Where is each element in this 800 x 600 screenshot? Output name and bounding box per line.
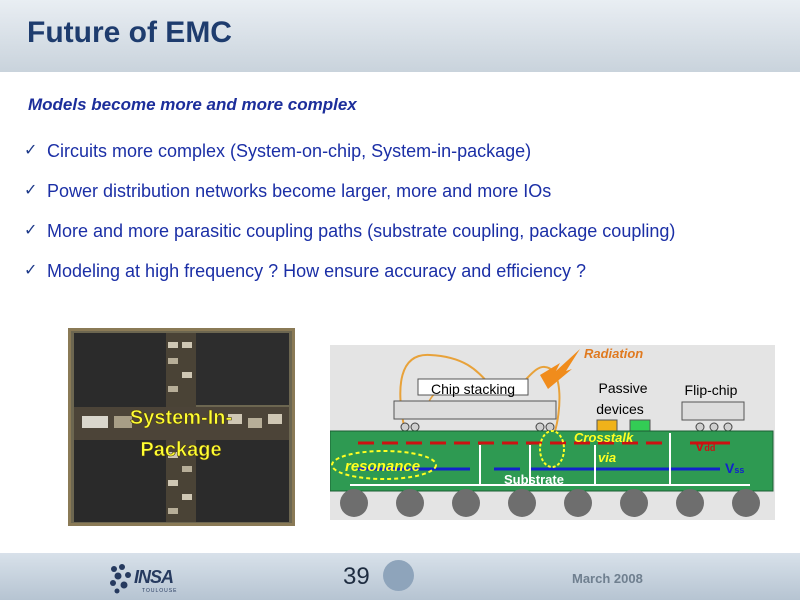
crosstalk-label-line1: Crosstalk bbox=[574, 430, 634, 445]
logo-subtext: TOULOUSE bbox=[142, 588, 178, 594]
bullet-text: Modeling at high frequency ? How ensure … bbox=[47, 261, 586, 281]
stacked-die-top bbox=[417, 378, 529, 396]
slide-subtitle: Models become more and more complex bbox=[28, 95, 357, 114]
footer-date: March 2008 bbox=[572, 571, 643, 586]
bullet-item: ✓ Circuits more complex (System-on-chip,… bbox=[22, 138, 762, 164]
crosstalk-label-line2: via bbox=[598, 450, 616, 465]
checkmark-icon: ✓ bbox=[24, 142, 38, 159]
insa-logo-icon bbox=[110, 564, 131, 594]
insa-logo: INSA TOULOUSE bbox=[108, 561, 176, 600]
checkmark-icon: ✓ bbox=[24, 262, 38, 279]
bullet-item: ✓ Power distribution networks become lar… bbox=[22, 178, 762, 204]
slide-header: Future of EMC bbox=[0, 0, 800, 72]
page-circle-decoration bbox=[383, 560, 414, 591]
radiation-label: Radiation bbox=[584, 346, 643, 361]
checkmark-icon: ✓ bbox=[24, 222, 38, 239]
passive-devices-label-line1: Passive bbox=[598, 380, 647, 396]
slide-title: Future of EMC bbox=[27, 16, 232, 49]
resonance-highlight bbox=[331, 450, 437, 480]
resonance-label: resonance bbox=[345, 458, 420, 475]
page-number: 39 bbox=[343, 563, 370, 590]
vdd-label: Vdd bbox=[695, 438, 715, 454]
logo-text: INSA bbox=[134, 567, 174, 587]
bullet-text: Power distribution networks become large… bbox=[47, 181, 552, 201]
checkmark-icon: ✓ bbox=[24, 182, 38, 199]
sip-label-line2: Package bbox=[140, 439, 221, 461]
system-in-package-image: System-In- Package bbox=[68, 328, 295, 526]
crosstalk-highlight bbox=[539, 430, 565, 468]
stacked-die-bottom bbox=[393, 400, 557, 420]
vss-label: Vss bbox=[725, 460, 744, 476]
lightning-bolt-icon bbox=[540, 349, 580, 389]
bullet-item: ✓ More and more parasitic coupling paths… bbox=[22, 218, 687, 244]
bullet-list: ✓ Circuits more complex (System-on-chip,… bbox=[22, 138, 762, 298]
package-cross-section-diagram: Radiation Chip stacking Passive devices … bbox=[330, 345, 775, 520]
bullet-item: ✓ Modeling at high frequency ? How ensur… bbox=[22, 258, 762, 284]
bullet-text: Circuits more complex (System-on-chip, S… bbox=[47, 141, 532, 161]
sip-label-line1: System-In- bbox=[130, 407, 232, 429]
flip-chip-die bbox=[681, 401, 745, 421]
flip-chip-label: Flip-chip bbox=[685, 382, 738, 398]
chip-stacking-label: Chip stacking bbox=[431, 381, 515, 397]
passive-devices-label-line2: devices bbox=[596, 401, 643, 417]
substrate-label: Substrate bbox=[504, 472, 564, 487]
solder-ball-icon bbox=[340, 489, 760, 517]
bullet-text: More and more parasitic coupling paths (… bbox=[47, 221, 676, 241]
